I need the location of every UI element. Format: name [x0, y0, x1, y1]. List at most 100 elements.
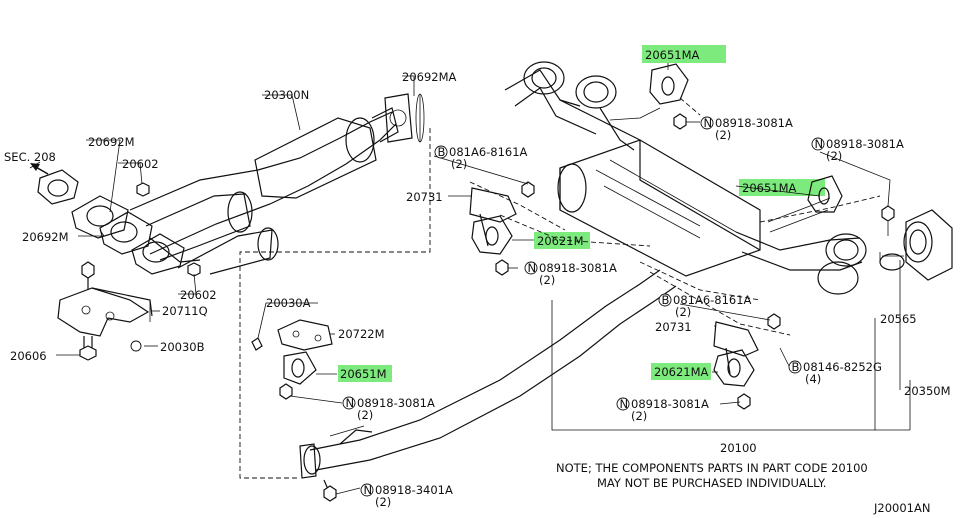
- label-08918-3081A-b: 08918-3081A: [357, 396, 435, 410]
- diagram-line-path: [609, 107, 661, 121]
- diagram-line-polygon: [30, 163, 40, 171]
- diagram-line-path: [779, 347, 791, 369]
- diagram-line-polygon: [81, 261, 95, 279]
- diagram-line-path: [469, 181, 566, 231]
- diagram-line-path: [91, 287, 153, 317]
- diagram-line-path: [741, 251, 863, 271]
- diagram-line-path: [57, 287, 150, 337]
- label-20651MA-mid: 20651MA: [742, 181, 797, 195]
- highlight-20621MA: [651, 363, 711, 380]
- diagram-line-circle: [700, 116, 714, 130]
- diagram-line-path: [649, 63, 689, 105]
- diagram-line-path: [639, 261, 761, 301]
- diagram-line-path: [679, 303, 771, 321]
- highlight-20651M: [338, 365, 392, 382]
- diagram-line-ellipse: [833, 239, 859, 261]
- prefix-markers: [342, 116, 825, 497]
- mount-bracket-20722M: [251, 319, 333, 400]
- diagram-line-path: [609, 159, 737, 233]
- label-20350M: 20350M: [904, 384, 951, 398]
- diagram-line-path: [504, 69, 641, 141]
- prefix-letter: B: [662, 293, 670, 307]
- label-20692MA: 20692MA: [402, 70, 457, 84]
- label-20692M-b: 20692M: [22, 230, 69, 244]
- label-08918-3401A-qty: (2): [375, 495, 391, 509]
- diagram-line-ellipse: [291, 358, 305, 378]
- diagram-line-path: [595, 169, 701, 227]
- prefix-letter: N: [704, 116, 713, 130]
- label-20300N: 20300N: [264, 88, 309, 102]
- diagram-line-ellipse: [485, 226, 499, 246]
- label-08146-8252G: 08146-8252G: [803, 360, 882, 374]
- highlight-20651MA-mid: [739, 179, 825, 196]
- diagram-line-path: [149, 237, 201, 263]
- diagram-line-ellipse: [415, 93, 425, 143]
- diagram-line-path: [257, 302, 318, 339]
- label-081A6-8161A-b-qty: (2): [675, 305, 691, 319]
- diagram-line-path: [299, 443, 317, 479]
- diagram-line-path: [149, 123, 397, 255]
- label-20692M-a: 20692M: [88, 135, 135, 149]
- diagram-line-path: [251, 337, 263, 351]
- hanger-20651MA-top: [649, 63, 689, 130]
- diagram-line-ellipse: [825, 233, 867, 267]
- label-20731-a: 20731: [406, 190, 443, 204]
- label-20602-a: 20602: [122, 157, 159, 171]
- diagram-line-ellipse: [345, 117, 375, 163]
- prefix-letter: N: [528, 261, 537, 275]
- diagram-line-polygon: [187, 262, 201, 277]
- diagram-line-polygon: [79, 345, 97, 361]
- diagram-line-path: [384, 93, 413, 143]
- label-20030B: 20030B: [160, 340, 205, 354]
- catalytic-converter-assembly: [129, 93, 425, 275]
- diagram-line-circle: [434, 145, 448, 159]
- diagram-line-path: [78, 229, 105, 237]
- hanger-20621MA: [713, 313, 781, 410]
- label-08918-3401A: 08918-3401A: [375, 483, 453, 497]
- diagram-line-circle: [389, 109, 407, 127]
- diagram-line-path: [309, 269, 661, 451]
- label-08918-3081A-top-qty: (2): [715, 128, 731, 142]
- label-20722M: 20722M: [338, 327, 385, 341]
- diagram-line-polygon: [136, 182, 150, 197]
- diagram-line-ellipse: [110, 221, 138, 243]
- label-20621M: 20621M: [537, 234, 584, 248]
- diagram-line-circle: [616, 397, 630, 411]
- diagram-line-path: [339, 429, 373, 445]
- diagram-line-path: [514, 87, 597, 135]
- diagram-line-circle: [81, 305, 91, 315]
- diagram-line-circle: [314, 334, 322, 342]
- diagram-line-path: [735, 185, 821, 197]
- diagram-id: J20001AN: [873, 501, 930, 515]
- diagram-line-path: [315, 285, 677, 471]
- diagram-line-circle: [658, 293, 672, 307]
- nut-20602-a-icon: [136, 182, 150, 197]
- prefix-letter: B: [438, 145, 446, 159]
- label-20030A: 20030A: [266, 296, 311, 310]
- diagram-line-path: [37, 169, 79, 205]
- diagram-line-path: [129, 111, 393, 211]
- diagram-line-ellipse: [727, 358, 741, 378]
- front-flange-gaskets: [37, 169, 185, 275]
- diagram-line-path: [499, 214, 651, 247]
- diagram-line-path: [131, 233, 185, 275]
- label-08918-3081A-top: 08918-3081A: [715, 116, 793, 130]
- label-081A6-8161A-a-qty: (2): [451, 157, 467, 171]
- label-20602-b: 20602: [180, 288, 217, 302]
- prefix-letter: N: [620, 397, 629, 411]
- diagram-line-path: [335, 487, 361, 495]
- diagram-line-polygon: [521, 181, 535, 198]
- hanger-20621M: [471, 181, 535, 276]
- diagram-line-polygon: [323, 485, 337, 502]
- diagram-line-polygon: [767, 313, 781, 330]
- label-08918-3081A-right: 08918-3081A: [826, 137, 904, 151]
- label-08918-3081A-right-qty: (2): [826, 149, 842, 163]
- part-labels: SEC. 208 20692M 20602 20692M 20602 20300…: [4, 48, 951, 509]
- diagram-line-path: [289, 395, 343, 404]
- label-08146-8252G-qty: (4): [805, 372, 821, 386]
- prefix-letter: N: [364, 483, 373, 497]
- diagram-line-ellipse: [583, 81, 609, 103]
- label-20606: 20606: [10, 349, 47, 363]
- diagram-line-path: [145, 193, 251, 261]
- diagram-line-ellipse: [227, 191, 253, 233]
